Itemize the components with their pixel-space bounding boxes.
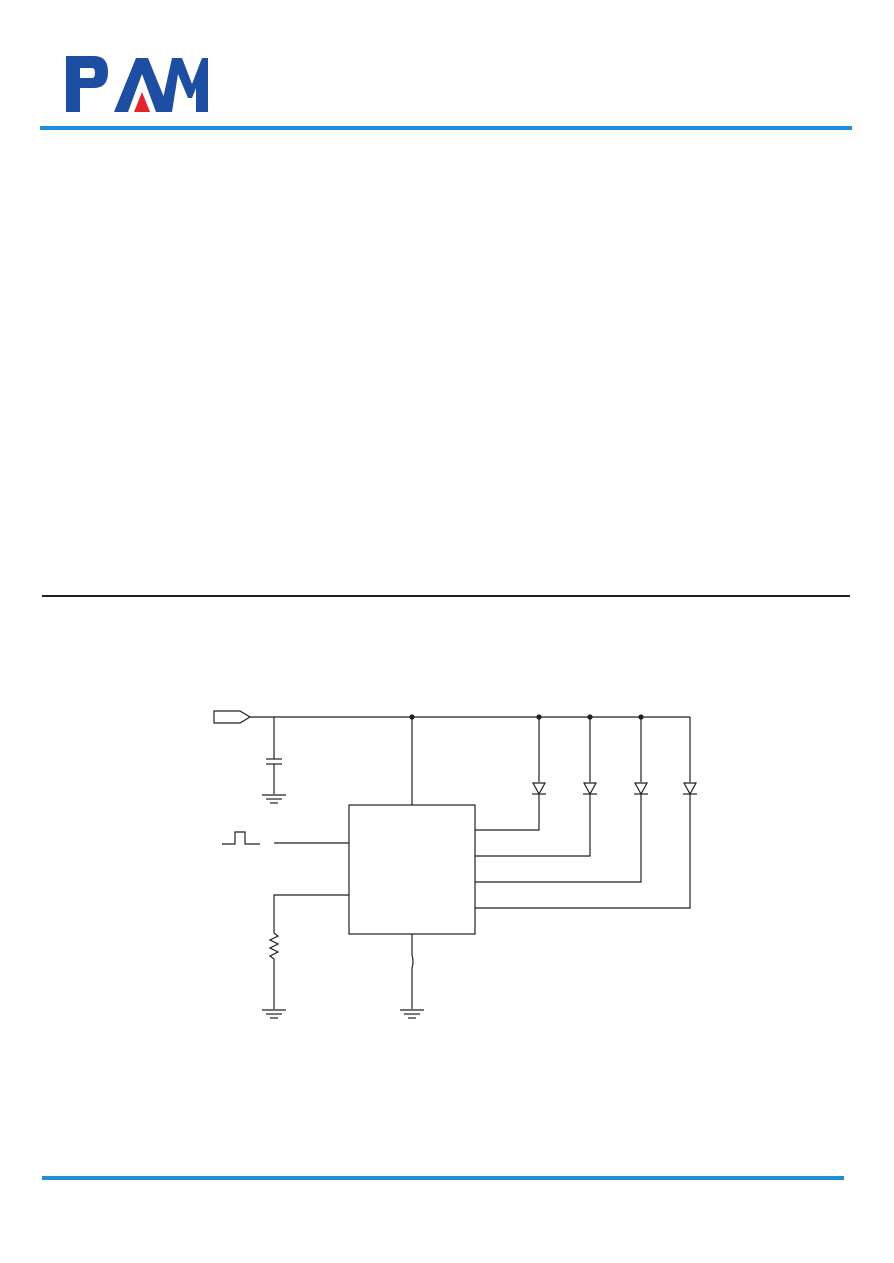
application-circuit-diagram — [213, 710, 698, 1019]
led-3 — [633, 782, 649, 796]
led-1 — [531, 782, 547, 796]
pam-logo — [66, 56, 208, 112]
ground-symbol — [400, 1009, 424, 1019]
header-rule — [40, 126, 852, 130]
rset-wire — [273, 894, 349, 933]
logo-letter-m — [160, 58, 208, 112]
ic-ground-wire — [411, 934, 414, 1009]
ground-symbol — [262, 1009, 286, 1019]
led-2 — [582, 782, 598, 796]
section-divider — [42, 595, 850, 597]
pwm-signal-icon — [222, 831, 260, 845]
led-channel-4 — [475, 717, 698, 909]
logo-letter-p — [66, 56, 108, 112]
set-resistor — [268, 932, 280, 960]
logo-accent-triangle — [134, 92, 150, 112]
led-channel-2 — [475, 714, 598, 857]
led-4 — [682, 782, 698, 796]
ground-symbol — [262, 794, 286, 804]
logo-letter-a — [114, 58, 170, 112]
driver-ic — [348, 804, 476, 935]
led-channel-1 — [475, 714, 547, 831]
footer-rule — [42, 1176, 844, 1180]
input-connector — [213, 710, 252, 724]
led-channel-3 — [475, 714, 649, 883]
